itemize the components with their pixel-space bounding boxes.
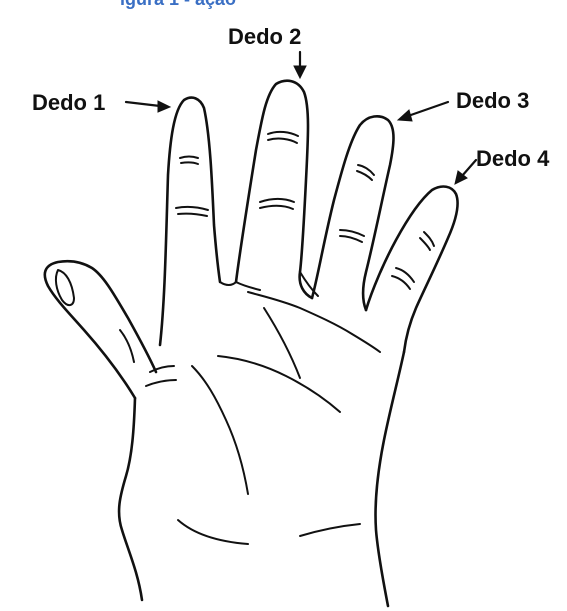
finger2-crease-upper — [268, 132, 298, 143]
wrist-line-left — [178, 520, 248, 544]
label-finger4: Dedo 4 — [476, 146, 550, 171]
palm-line-life — [192, 366, 248, 494]
palm-right-edge — [375, 352, 404, 606]
finger2-outline — [236, 81, 312, 298]
arrow-finger3 — [398, 102, 448, 121]
palm-line-heart — [248, 292, 380, 352]
hand-drawing — [45, 81, 458, 606]
wrist-line-right — [300, 524, 360, 536]
palm-line-head — [218, 356, 340, 412]
label-finger1: Dedo 1 — [32, 90, 105, 115]
arrow-finger2 — [294, 52, 306, 78]
finger2-crease-lower — [260, 199, 294, 209]
thumb-crease — [120, 330, 134, 362]
finger1-finger2-web — [220, 282, 260, 290]
finger3-crease-upper — [357, 165, 374, 180]
palm-line-small2 — [146, 380, 176, 386]
palm-left-edge — [119, 398, 142, 600]
label-finger3: Dedo 3 — [456, 88, 529, 113]
arrow-finger1 — [126, 101, 170, 112]
finger4-crease-lower — [392, 268, 414, 289]
finger4-crease-upper — [420, 232, 434, 250]
thumb-outline — [45, 261, 156, 398]
finger1-outline — [160, 98, 220, 345]
finger1-crease-lower — [176, 207, 208, 216]
finger3-crease-lower — [340, 230, 364, 242]
finger3-outline — [312, 116, 394, 310]
finger1-crease-upper — [180, 157, 198, 165]
arrow-finger4 — [455, 160, 476, 184]
label-finger2: Dedo 2 — [228, 24, 301, 49]
